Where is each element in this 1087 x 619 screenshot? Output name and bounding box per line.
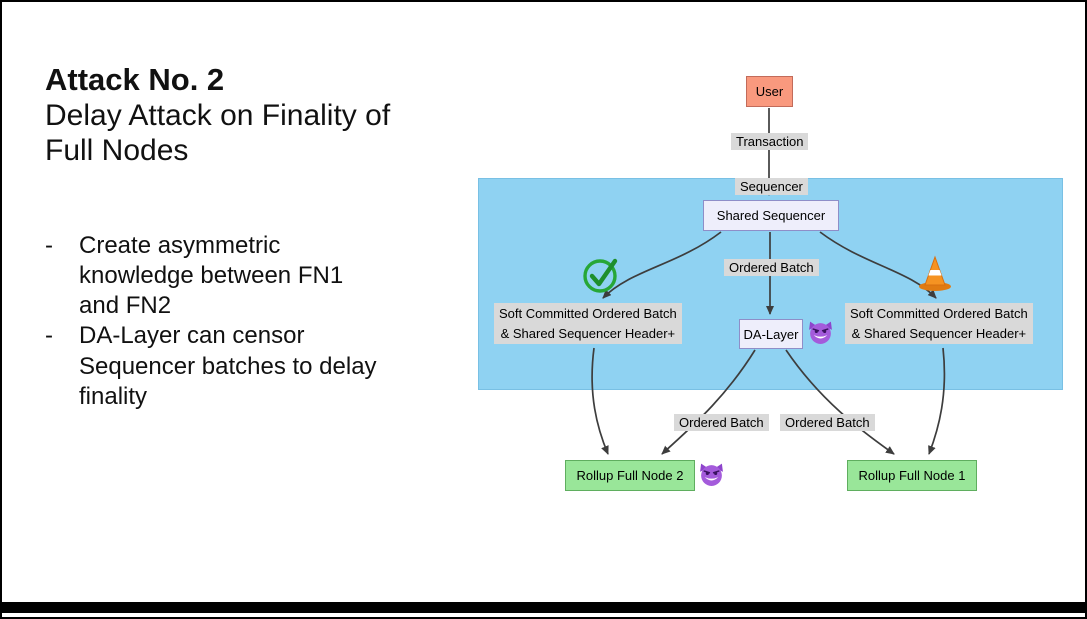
bullet-text: DA-Layer can censor Sequencer batches to… <box>79 322 377 410</box>
bullet-marker: - <box>45 231 53 259</box>
text-column: Attack No. 2 Delay Attack on Finality of… <box>45 62 455 412</box>
label-line: & Shared Sequencer Header+ <box>500 325 676 341</box>
node-user: User <box>746 76 793 107</box>
bullet-text: Create asymmetric knowledge between FN1 … <box>79 231 344 320</box>
edge-label-ordered-batch-right: Ordered Batch <box>780 414 875 431</box>
slide-subtitle: Delay Attack on Finality of Full Nodes <box>45 98 391 168</box>
bullet-list: - Create asymmetric knowledge between FN… <box>45 231 455 412</box>
label-line: Soft Committed Ordered Batch <box>499 306 677 321</box>
bullet-marker: - <box>45 322 53 350</box>
edge-label-right-soft-committed: Soft Committed Ordered Batch & Shared Se… <box>845 303 1033 344</box>
devil-icon <box>700 463 723 486</box>
node-shared-sequencer: Shared Sequencer <box>703 200 839 231</box>
page-title: Attack No. 2 <box>45 62 225 97</box>
node-rollup-full-node-1: Rollup Full Node 1 <box>847 460 977 491</box>
devil-icon <box>809 321 832 344</box>
edge-label-sequencer: Sequencer <box>735 178 808 195</box>
edge-label-ordered-batch-top: Ordered Batch <box>724 259 819 276</box>
edge-label-transaction: Transaction <box>731 133 809 150</box>
label-line: & Shared Sequencer Header+ <box>851 325 1027 341</box>
node-rollup-full-node-2: Rollup Full Node 2 <box>565 460 695 491</box>
bullet-item: - DA-Layer can censor Sequencer batches … <box>45 321 455 412</box>
edge-label-left-soft-committed: Soft Committed Ordered Batch & Shared Se… <box>494 303 682 344</box>
green-check-icon <box>583 258 618 293</box>
slide-footer-bar <box>2 602 1085 613</box>
node-da-layer: DA-Layer <box>739 319 803 349</box>
label-line: Soft Committed Ordered Batch <box>850 306 1028 321</box>
traffic-cone-icon <box>919 255 951 291</box>
edge-label-ordered-batch-left: Ordered Batch <box>674 414 769 431</box>
bullet-item: - Create asymmetric knowledge between FN… <box>45 231 455 322</box>
